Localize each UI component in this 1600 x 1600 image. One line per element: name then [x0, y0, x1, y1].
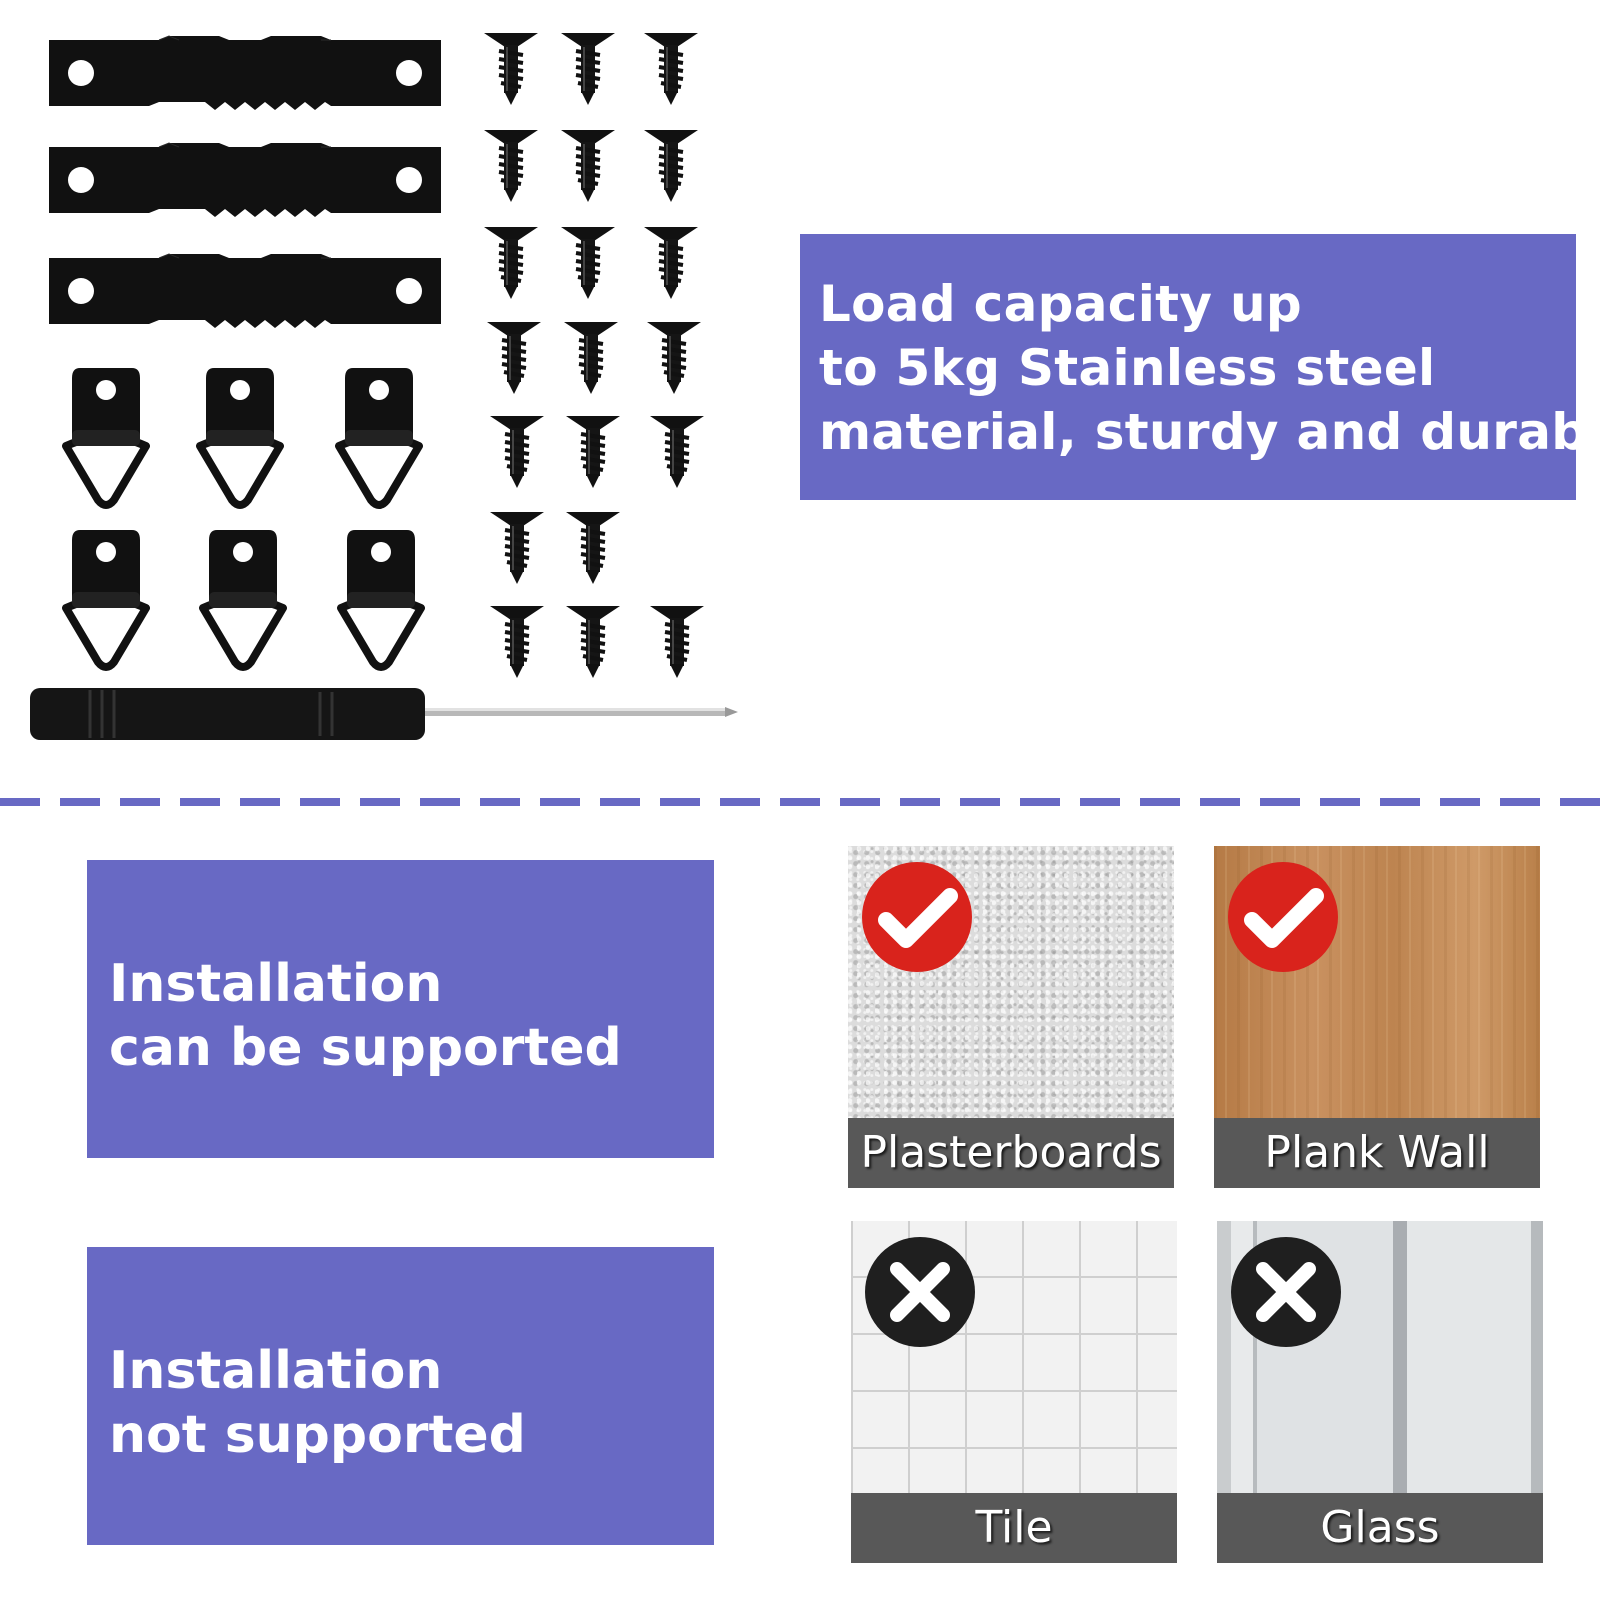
product-items-illustration [0, 0, 760, 760]
supported-line-2: can be supported [109, 1018, 622, 1078]
surface-label-plasterboards: Plasterboards [848, 1118, 1174, 1188]
surface-tile-glass: Glass [1217, 1221, 1543, 1563]
cross-icon [865, 1237, 975, 1347]
surface-tile-tile: Tile [851, 1221, 1177, 1563]
surface-tile-plank-wall: Plank Wall [1214, 846, 1540, 1188]
surface-label-plank-wall: Plank Wall [1214, 1118, 1540, 1188]
installation-not-supported-panel: Installation not supported [87, 1247, 714, 1545]
installation-supported-panel: Installation can be supported [87, 860, 714, 1158]
load-capacity-panel: Load capacity up to 5kg Stainless steel … [800, 234, 1600, 500]
unsupported-line-2: not supported [109, 1405, 526, 1465]
hanging-kit-graphic [30, 31, 738, 740]
check-icon [862, 862, 972, 972]
load-capacity-line-2: to 5kg Stainless steel [819, 339, 1436, 397]
load-capacity-line-3: material, sturdy and durable [819, 403, 1600, 461]
surface-label-glass: Glass [1217, 1493, 1543, 1563]
dashed-divider [0, 798, 1600, 806]
load-capacity-line-1: Load capacity up [819, 275, 1302, 333]
check-icon [1228, 862, 1338, 972]
supported-line-1: Installation [109, 954, 443, 1014]
cross-icon [1231, 1237, 1341, 1347]
surface-tile-plasterboards: Plasterboards [848, 846, 1174, 1188]
screwdriver [30, 688, 738, 740]
unsupported-line-1: Installation [109, 1341, 443, 1401]
surface-label-tile: Tile [851, 1493, 1177, 1563]
